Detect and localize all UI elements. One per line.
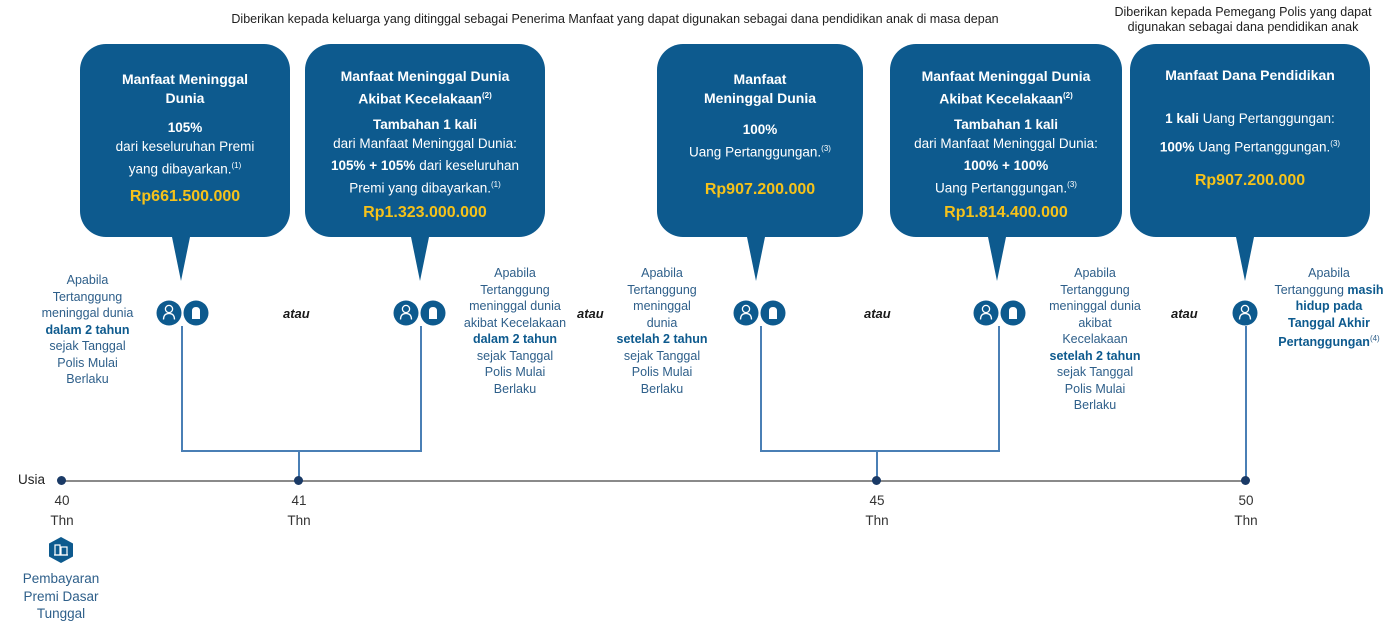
timeline-dot (1241, 476, 1250, 485)
benefit-amount: Rp907.200.000 (704, 180, 816, 198)
tombstone-icon (1000, 300, 1026, 326)
atau-label: atau (1171, 306, 1198, 321)
age-axis-label: Usia (18, 472, 46, 487)
condition-text-5: Apabila Tertanggung masih hidup pada Tan… (1274, 266, 1384, 350)
atau-label: atau (864, 306, 891, 321)
bubble-text: dari Manfaat Meninggal Dunia: (333, 135, 517, 151)
connector-line (760, 326, 762, 451)
bubble-text-bold: Tambahan 1 kali (372, 116, 478, 132)
benefit-amount: Rp1.814.400.000 (944, 204, 1068, 222)
tombstone-icon (420, 300, 446, 326)
connector-line (181, 326, 183, 451)
bubble-text: yang dibayarkan.(1) (128, 161, 242, 177)
benefit-bubble-accidental-death-after-2y: Manfaat Meninggal Dunia Akibat Kecelakaa… (890, 44, 1122, 281)
bubble-title: Manfaat Meninggal (121, 71, 248, 87)
person-icon (973, 300, 999, 326)
payment-caption: Pembayaran Premi Dasar Tunggal (22, 571, 100, 621)
tombstone-icon (183, 300, 209, 326)
connector-line (1245, 326, 1247, 480)
bubble-text: Uang Pertanggungan.(3) (689, 144, 831, 160)
person-icon (156, 300, 182, 326)
bubble-pointer (1236, 237, 1254, 281)
bubble-title: Manfaat Meninggal Dunia (921, 68, 1091, 84)
connector-line (760, 450, 1000, 452)
atau-label: atau (577, 306, 604, 321)
bubble-text: Premi yang dibayarkan.(1) (349, 179, 501, 196)
policyholder-caption-line: Diberikan kepada Pemegang Polis yang dap… (1114, 5, 1372, 19)
benefit-amount: Rp907.200.000 (1194, 171, 1306, 189)
bubble-percentage: 100% (742, 122, 778, 137)
bubble-title: Meninggal Dunia (704, 90, 816, 106)
connector-line (420, 326, 422, 451)
connector-line (998, 326, 1000, 451)
bubble-percentage: 105% (167, 120, 203, 135)
person-icon (1232, 300, 1258, 326)
atau-label: atau (283, 306, 310, 321)
policyholder-caption-line: digunakan sebagai dana pendidikan anak (1127, 20, 1359, 34)
beneficiary-caption: Diberikan kepada keluarga yang ditinggal… (231, 12, 999, 26)
connector-line (181, 450, 422, 452)
bubble-title: Akibat Kecelakaan(2) (939, 90, 1073, 107)
bubble-title: Manfaat Dana Pendidikan (1165, 67, 1335, 83)
bubble-title: Akibat Kecelakaan(2) (358, 90, 492, 107)
bubble-text: dari keseluruhan Premi (115, 139, 255, 154)
policyholder-caption: Diberikan kepada Pemegang Polis yang dap… (1092, 5, 1394, 35)
bubble-text: 100% Uang Pertanggungan.(3) (1159, 139, 1341, 155)
timeline-dot (872, 476, 881, 485)
person-icon (733, 300, 759, 326)
bubble-text: dari Manfaat Meninggal Dunia: (914, 135, 1098, 151)
bubble-title: Manfaat (733, 71, 787, 87)
bubble-pointer (172, 237, 190, 281)
connector-line (298, 450, 300, 480)
benefit-bubble-death: Manfaat Meninggal Dunia 105% dari keselu… (80, 44, 290, 281)
connector-line (876, 450, 878, 480)
bubble-text: Uang Pertanggungan.(3) (935, 179, 1077, 196)
person-icon (393, 300, 419, 326)
benefit-bubble-death-after-2y: Manfaat Meninggal Dunia 100% Uang Pertan… (657, 44, 863, 281)
bubble-text: 1 kali Uang Pertanggungan: (1165, 111, 1335, 126)
benefit-bubble-accidental-death: Manfaat Meninggal Dunia Akibat Kecelakaa… (305, 44, 545, 281)
timeline-dot (294, 476, 303, 485)
benefit-bubble-education: Manfaat Dana Pendidikan 1 kali Uang Pert… (1130, 44, 1370, 281)
benefit-amount: Rp661.500.000 (129, 187, 241, 205)
bubble-pointer (411, 237, 429, 281)
bubble-pointer (747, 237, 765, 281)
bubble-text: 105% + 105% dari keseluruhan (330, 157, 520, 173)
bubble-pointer (988, 237, 1006, 281)
bubble-text-bold: Tambahan 1 kali (953, 116, 1059, 132)
bubble-title: Dunia (165, 90, 205, 106)
building-icon (49, 537, 73, 563)
bubble-text-bold: 100% + 100% (963, 157, 1049, 173)
benefit-amount: Rp1.323.000.000 (363, 204, 487, 222)
timeline-axis (62, 480, 1246, 482)
bubble-title: Manfaat Meninggal Dunia (340, 68, 510, 84)
timeline-dot (57, 476, 66, 485)
tombstone-icon (760, 300, 786, 326)
